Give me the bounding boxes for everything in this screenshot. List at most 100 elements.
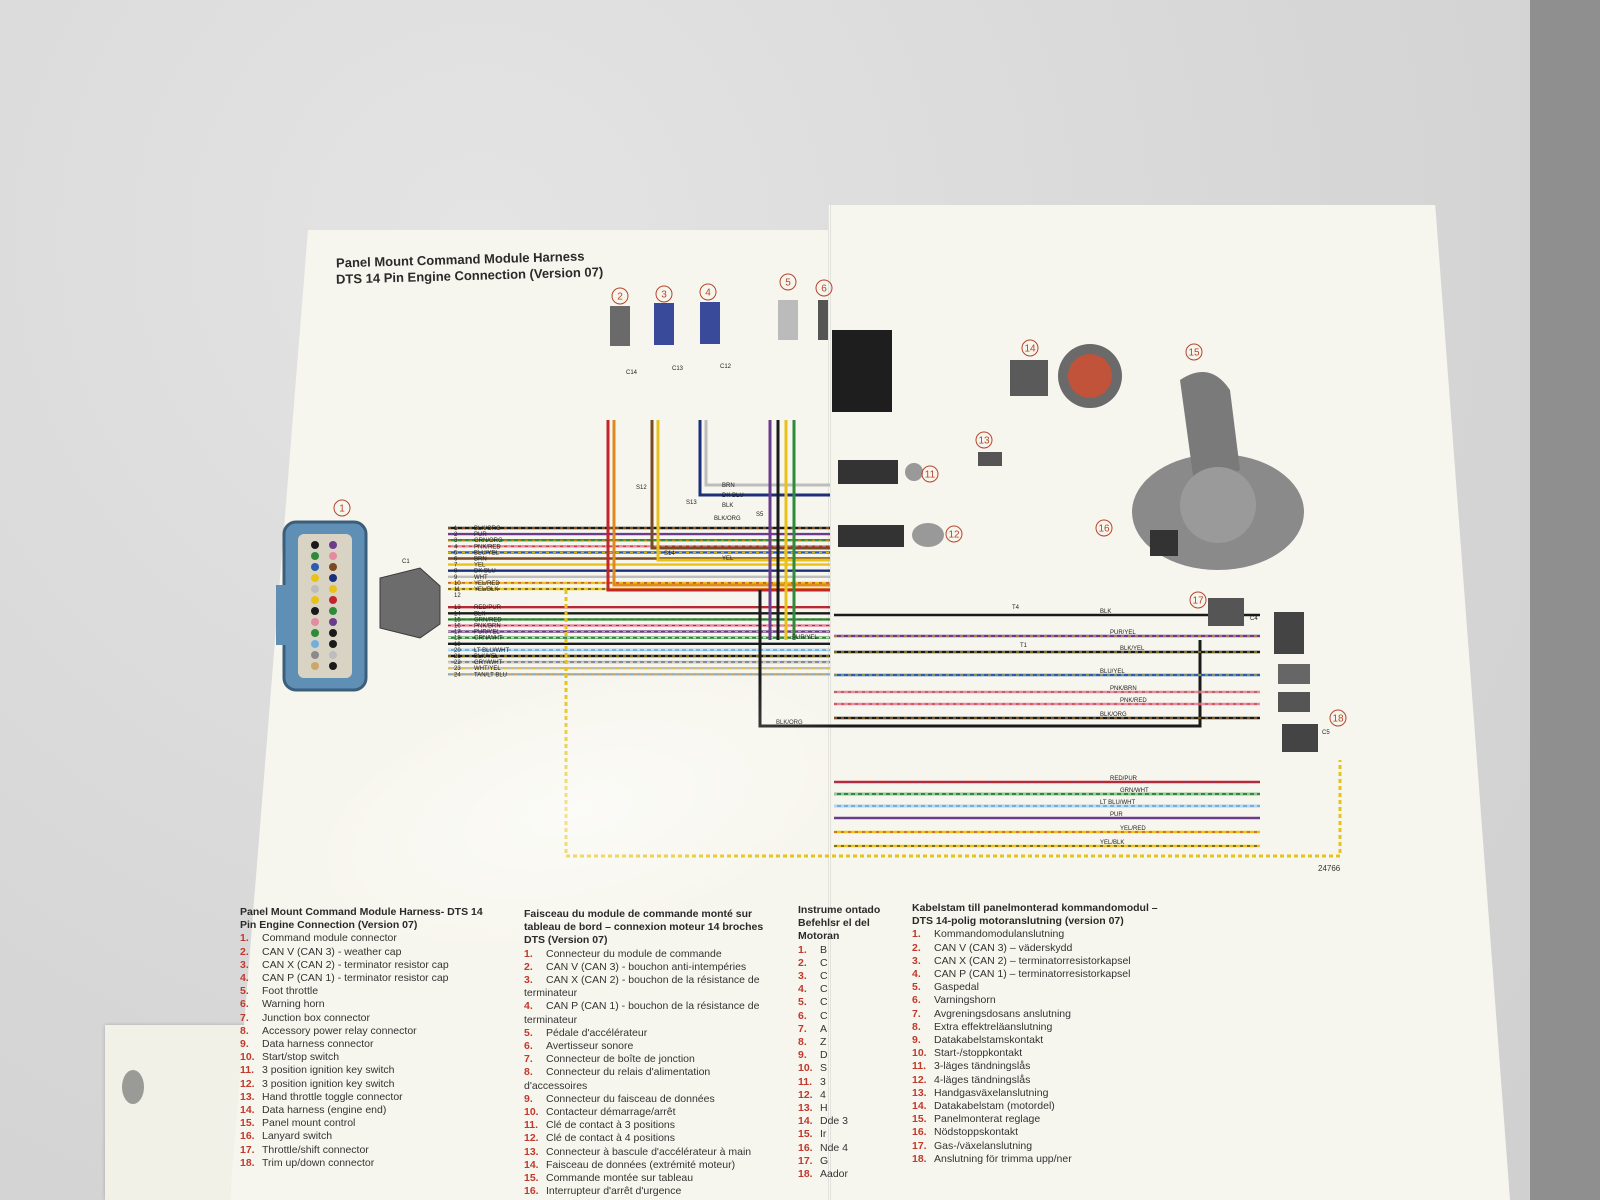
legend-french-item-text: Clé de contact à 4 positions: [546, 1132, 675, 1145]
label-branch-brn: BRN: [722, 483, 735, 489]
pin-number-24: 24: [454, 672, 461, 678]
legend-swedish-item: 16.Nödstoppskontakt: [912, 1126, 1162, 1139]
legend-partial-item-text: Dde 3: [820, 1115, 849, 1128]
panel-mount-control: [1132, 372, 1304, 570]
legend-english-item-number: 6.: [240, 998, 249, 1011]
label-c4: C4: [1250, 616, 1258, 622]
legend-partial-item-text: Aador: [820, 1168, 849, 1181]
legend-partial-item: 4.C: [798, 983, 880, 996]
legend-partial-item-text: A: [820, 1022, 828, 1035]
legend-partial-item-number: 17.: [798, 1154, 813, 1167]
legend-french-item-text: Contacteur démarrage/arrêt: [546, 1106, 676, 1119]
pin-number-19: 19: [454, 642, 461, 648]
legend-partial-item-number: 13.: [798, 1102, 813, 1115]
legend-swedish-item-number: 1.: [912, 928, 921, 941]
legend-english-item-number: 5.: [240, 985, 249, 998]
label-s5: S5: [756, 512, 764, 518]
legend-partial-item: 6.C: [798, 1010, 880, 1023]
wire-c14-down-b: [612, 420, 830, 587]
legend-partial-item: 2.C: [798, 957, 880, 970]
right-wire-label-8: GRN/WHT: [1120, 788, 1149, 794]
callout-circle-12: [945, 525, 963, 543]
legend-swedish-item-text: Varningshorn: [934, 994, 996, 1007]
legend-english-item: 2.CAN V (CAN 3) - weather cap: [240, 946, 500, 959]
callout-number-5: 5: [785, 278, 791, 289]
pin-number-6: 6: [454, 557, 458, 563]
callout-circle-13: [975, 431, 993, 449]
pin-number-16: 16: [454, 624, 461, 630]
label-t4: T4: [1012, 605, 1020, 611]
pin-wire-label-5: BLU/YEL: [474, 550, 499, 556]
pin-wire-label-11: YEL/BLK: [474, 587, 498, 593]
legend-french-item-number: 14.: [524, 1158, 539, 1171]
callout-circle-4: [699, 283, 717, 301]
legend-partial-item: 7.A: [798, 1023, 880, 1036]
right-page: [830, 205, 1510, 1200]
pin-wire-label-20: LT BLU/WHT: [474, 648, 509, 654]
legend-english-item: 16.Lanyard switch: [240, 1130, 500, 1143]
legend-english-item-number: 10.: [240, 1051, 255, 1064]
legend-swedish: Kabelstam till panelmonterad kommandomod…: [912, 902, 1162, 1166]
legend-english-item-text: Foot throttle: [262, 985, 319, 998]
legend-partial-item-text: H: [820, 1102, 828, 1115]
callout-circle-2: [611, 287, 629, 305]
legend-french-item-number: 15.: [524, 1172, 539, 1185]
pin-wire-label-10: YEL/RED: [474, 581, 500, 587]
legend-french-item-number: 6.: [524, 1040, 533, 1053]
right-wire-label-11: YEL/RED: [1120, 826, 1146, 832]
pin-wire-label-2: PUR: [474, 532, 487, 538]
legend-english-item-number: 3.: [240, 958, 249, 971]
pin-wire-label-24: TAN/LT BLU: [474, 672, 507, 678]
legend-english-item: 17.Throttle/shift connector: [240, 1144, 500, 1157]
right-wire-label-5: PNK/RED: [1120, 698, 1147, 704]
legend-swedish-item: 17.Gas-/växelanslutning: [912, 1140, 1162, 1153]
legend-swedish-item-number: 14.: [912, 1100, 927, 1113]
label-s13: S13: [686, 500, 697, 506]
legend-swedish-item-number: 13.: [912, 1086, 927, 1099]
legend-swedish-item: 15.Panelmonterat reglage: [912, 1113, 1162, 1126]
legend-swedish-item-number: 17.: [912, 1139, 927, 1152]
legend-french-item: 1.Connecteur du module de commande: [524, 948, 774, 961]
legend-english-item: 1.Command module connector: [240, 932, 500, 945]
connector-pin-dot-7: [329, 574, 337, 582]
legend-french-item-number: 5.: [524, 1026, 533, 1039]
legend-english-item-text: Junction box connector: [262, 1011, 370, 1024]
legend-swedish-item-number: 12.: [912, 1073, 927, 1086]
legend-french-item: 9.Connecteur du faisceau de données: [524, 1093, 774, 1106]
legend-partial-title-3: Motoran: [798, 930, 840, 943]
legend-english-item-number: 8.: [240, 1024, 249, 1037]
legend-swedish-item-text: Datakabelstam (motordel): [934, 1100, 1055, 1113]
legend-french-item-text: Connecteur de boîte de jonction: [546, 1053, 695, 1066]
connector-pin-dot-15: [329, 618, 337, 626]
legend-english-title: Panel Mount Command Module Harness- DTS …: [240, 906, 483, 932]
legend-swedish-item-text: Anslutning för trimma upp/ner: [934, 1152, 1072, 1165]
legend-english-item: 5. Foot throttle: [240, 985, 500, 998]
connector-pin-dot-16: [311, 629, 319, 637]
wire-c12-down-b: [704, 420, 830, 487]
legend-swedish-item-number: 7.: [912, 1007, 921, 1020]
wire-c14-down: [606, 420, 830, 592]
legend-french-item-number: 4.: [524, 1000, 533, 1013]
legend-partial-item-number: 16.: [798, 1141, 813, 1154]
legend-partial-item: 16.Nde 4: [798, 1142, 880, 1155]
right-wire-label-6: BLK/ORG: [1100, 712, 1127, 718]
legend-french-item-text: Clé de contact à 3 positions: [546, 1119, 675, 1132]
legend-swedish-item-text: Datakabelstamskontakt: [934, 1034, 1044, 1047]
callout-number-3: 3: [661, 290, 667, 301]
right-wire-label-0: BLK: [1100, 609, 1111, 615]
callout-number-15: 15: [1188, 348, 1200, 359]
legend-partial-item-text: C: [820, 983, 828, 996]
legend-partial-item-text: G: [820, 1154, 829, 1167]
connector-pin-dot-2: [311, 552, 319, 560]
legend-swedish-item-number: 8.: [912, 1020, 921, 1033]
legend-partial-item-number: 6.: [798, 1009, 807, 1022]
legend-partial-item-text: C: [820, 970, 828, 983]
legend-french-item-number: 8.: [524, 1066, 533, 1079]
command-module-connector: [276, 520, 368, 692]
pin-number-13: 13: [454, 605, 461, 611]
legend-swedish-item-number: 11.: [912, 1060, 927, 1073]
callout-number-18: 18: [1332, 714, 1344, 725]
legend-english-item-text: CAN P (CAN 1) - terminator resistor cap: [262, 972, 449, 985]
callout-number-17: 17: [1192, 596, 1204, 607]
legend-swedish-item-number: 3.: [912, 954, 921, 967]
